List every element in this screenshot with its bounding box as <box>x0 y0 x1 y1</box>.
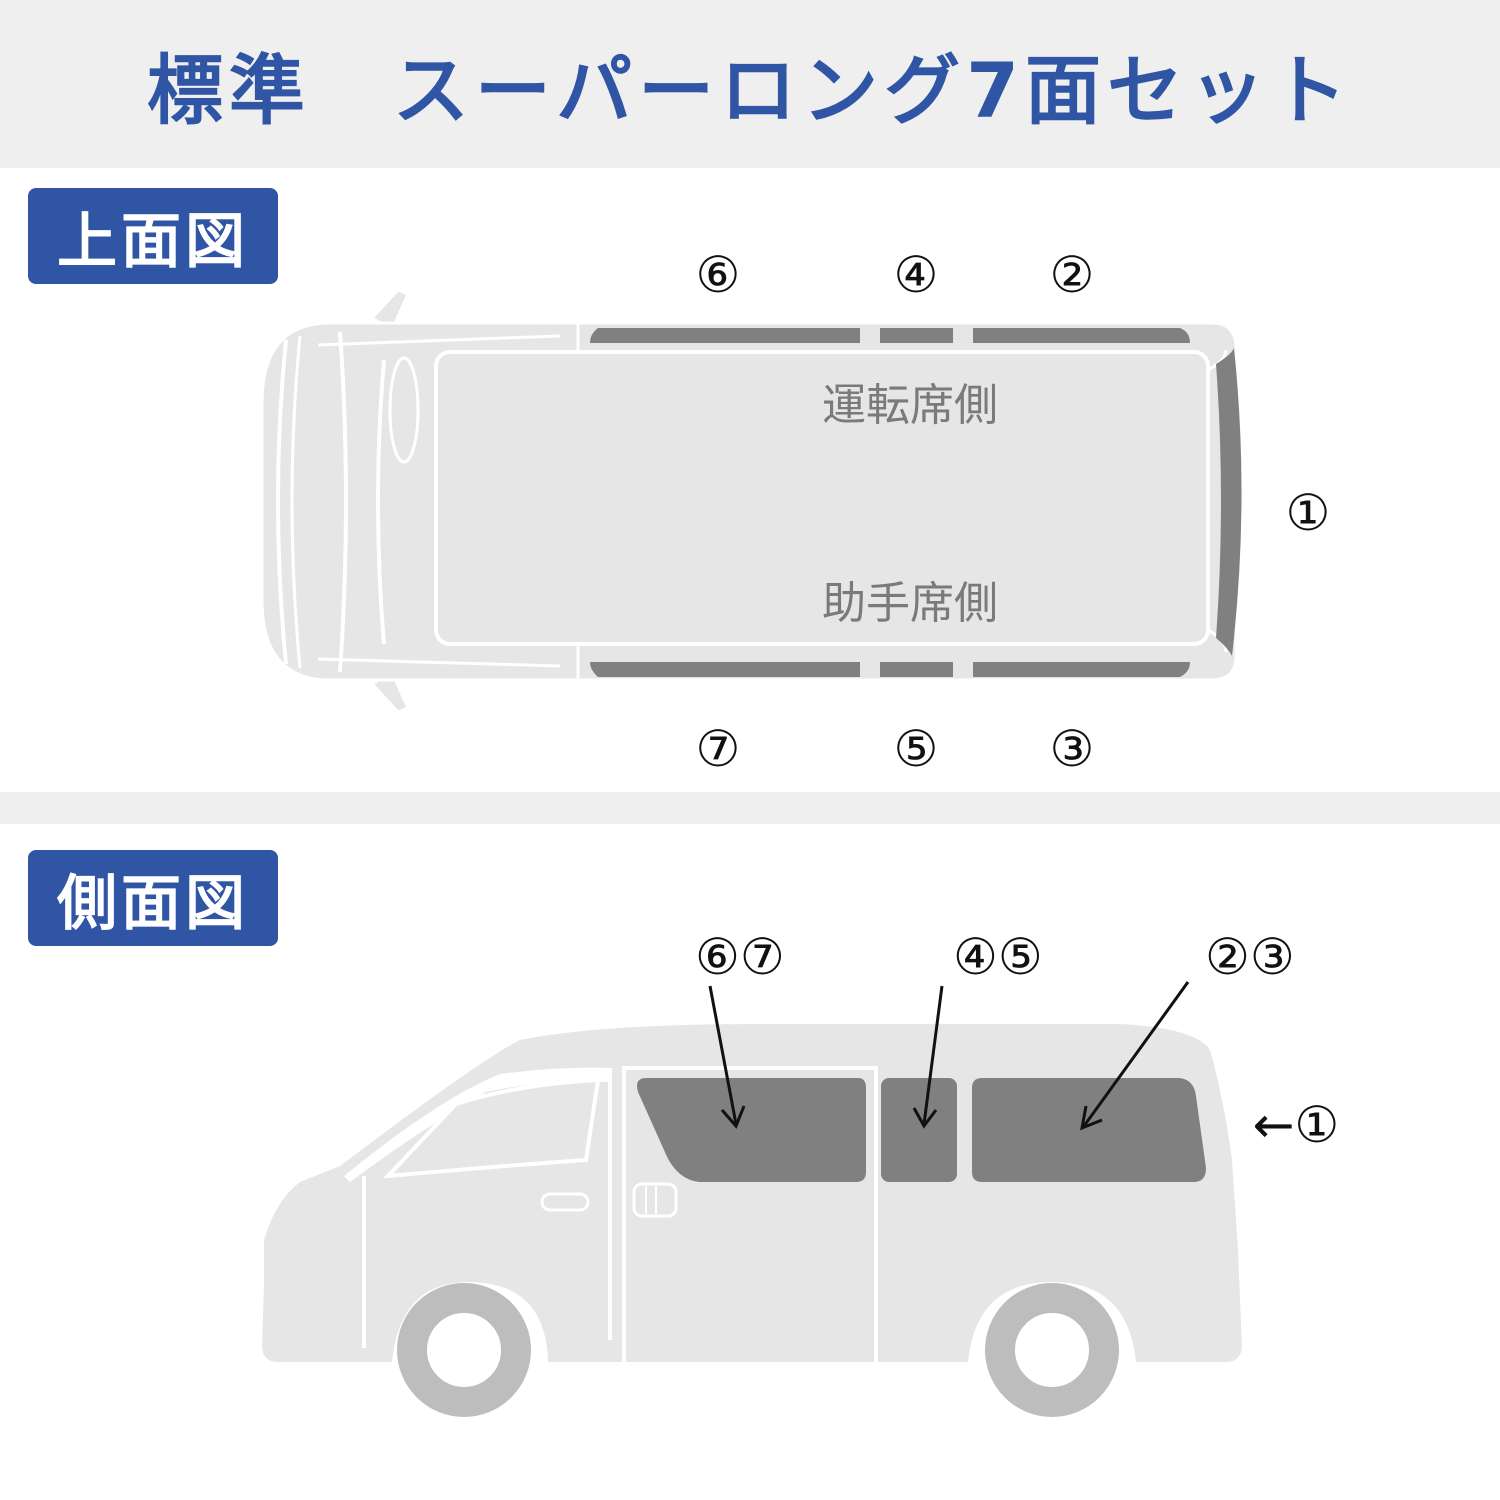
number-4-top: ④ <box>894 246 939 304</box>
title-banner: 標準 スーパーロング7面セット <box>0 0 1500 168</box>
window-6-top <box>590 328 860 343</box>
window-7-top <box>590 662 860 677</box>
window-5-top <box>880 662 953 677</box>
side-view-van <box>262 1024 1242 1417</box>
side-view-label: 側面図 <box>28 850 278 946</box>
rear-wheel <box>985 1283 1119 1417</box>
driver-side-label: 運転席側 <box>822 380 998 431</box>
window-3-top <box>973 662 1190 677</box>
callout-23-side: ②③ <box>1205 928 1295 986</box>
front-wheel <box>397 1283 531 1417</box>
number-7-top: ⑦ <box>696 720 741 778</box>
passenger-side-label: 助手席側 <box>822 578 998 629</box>
roof-panel <box>434 350 1210 646</box>
callout-45-side: ④⑤ <box>953 928 1043 986</box>
window-67-side <box>637 1078 866 1182</box>
top-view-label: 上面図 <box>28 188 278 284</box>
callout-1-side: ←① <box>1253 1096 1340 1154</box>
window-4-top <box>880 328 953 343</box>
window-45-side <box>881 1078 957 1182</box>
sliding-door <box>622 1066 878 1376</box>
window-1-top <box>1216 348 1242 656</box>
window-2-top <box>973 328 1190 343</box>
page-title: 標準 スーパーロング7面セット <box>146 46 1354 135</box>
number-1-top: ① <box>1286 484 1331 542</box>
callout-67-side: ⑥⑦ <box>695 928 785 986</box>
section-divider <box>0 792 1500 824</box>
callout-arrows <box>708 981 1190 1131</box>
number-3-top: ③ <box>1050 720 1095 778</box>
number-5-top: ⑤ <box>894 720 939 778</box>
top-view-van <box>260 288 1242 714</box>
number-6-top: ⑥ <box>696 246 741 304</box>
window-23-side <box>972 1078 1206 1182</box>
number-2-top: ② <box>1050 246 1095 304</box>
